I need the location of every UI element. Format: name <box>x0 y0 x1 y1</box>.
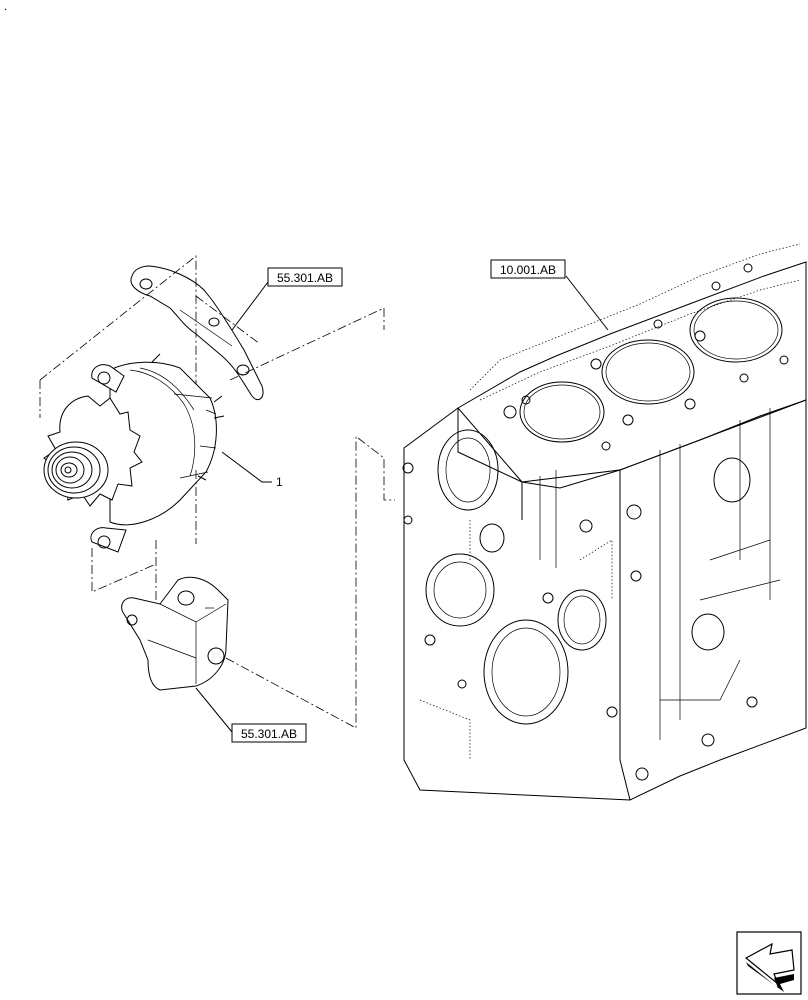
svg-text:10.001.AB: 10.001.AB <box>500 263 556 277</box>
callout-lower-bracket: 55.301.AB <box>195 687 307 743</box>
alignment-line <box>91 436 357 729</box>
engine-block <box>402 243 807 801</box>
arrow-icon[interactable] <box>736 931 802 995</box>
svg-text:55.301.AB: 55.301.AB <box>277 271 333 285</box>
callout-engine-block: 10.001.AB <box>490 259 609 331</box>
alternator <box>43 353 225 553</box>
leader-line <box>221 451 272 483</box>
upper-bracket <box>130 265 264 401</box>
alignment-line <box>39 255 395 501</box>
corner-mark: . <box>4 0 7 13</box>
callout-upper-bracket: 55.301.AB <box>231 267 343 331</box>
svg-text:55.301.AB: 55.301.AB <box>241 727 297 741</box>
lower-bracket <box>121 576 229 691</box>
alternator-item-number: 1 <box>276 475 283 489</box>
